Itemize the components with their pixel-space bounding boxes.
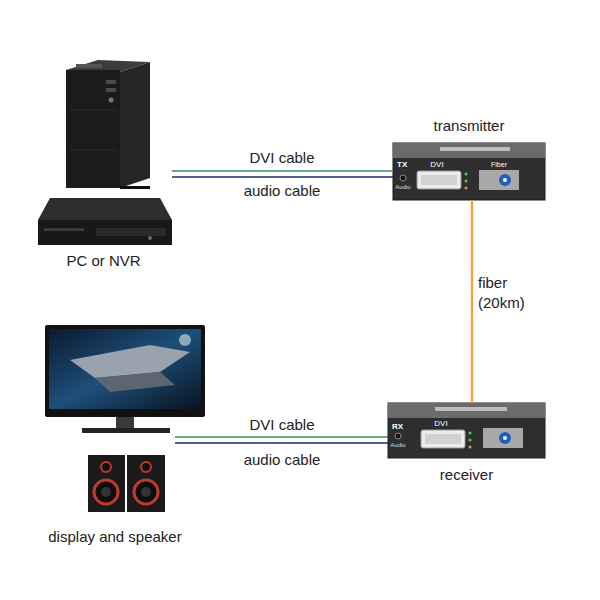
cable-line xyxy=(172,170,393,172)
nvr-box xyxy=(38,198,172,245)
port-label: DVI xyxy=(426,419,456,429)
device-caption: receiver xyxy=(368,466,565,484)
port-label: Fiber xyxy=(479,161,519,169)
speakers xyxy=(88,455,165,512)
port-label: DVI xyxy=(422,160,452,170)
fiber-line xyxy=(471,200,474,403)
port-label: TX xyxy=(397,160,411,170)
group-caption: PC or NVR xyxy=(35,252,172,270)
cable-line xyxy=(175,442,388,444)
receiver-box: receiverRXAudioDVI xyxy=(388,403,545,458)
pc-tower xyxy=(66,60,150,189)
receiver-device xyxy=(388,403,545,458)
cable-label: audio cable xyxy=(232,181,332,201)
cable-label: DVI cable xyxy=(232,148,332,168)
port-label: RX xyxy=(392,422,406,432)
cable-line xyxy=(175,436,388,438)
cable-label: audio cable xyxy=(232,450,332,470)
port-label: Audio xyxy=(391,184,415,191)
cable-label: DVI cable xyxy=(232,415,332,435)
cable-line xyxy=(172,176,393,178)
device-caption: transmitter xyxy=(373,117,565,135)
sink-group: display and speaker xyxy=(40,322,175,550)
cable-label: fiber (20km) xyxy=(478,273,536,313)
source-group: PC or NVR xyxy=(35,58,172,276)
port-label: Audio xyxy=(386,442,410,449)
monitor xyxy=(45,325,205,433)
group-caption: display and speaker xyxy=(20,528,210,546)
transmitter-box: transmitterTXAudioDVIFiber xyxy=(393,143,545,200)
transmitter-device xyxy=(393,143,545,200)
